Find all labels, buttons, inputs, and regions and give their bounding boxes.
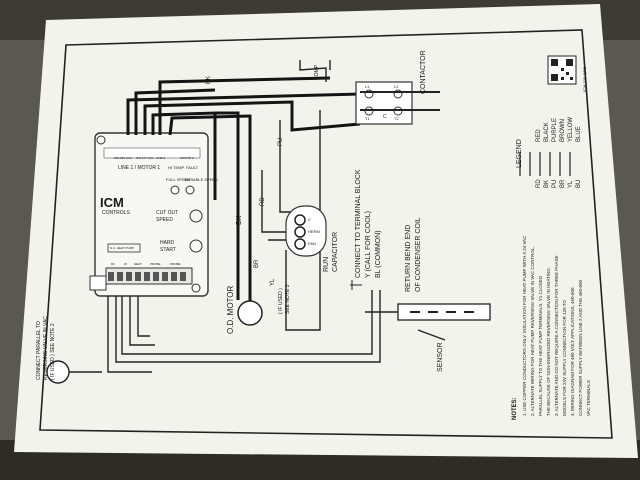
legend-code-yl: YL	[568, 180, 574, 188]
contactor-terminal-l2: L2	[394, 84, 399, 89]
sensor-return-bend-note: RETURN BEND END OF CONDENSER COIL	[405, 217, 422, 292]
wire-label-bk-mid: BK	[236, 215, 243, 225]
wire-label-pu: PU	[278, 137, 284, 146]
legend-name-purple: PURPLE	[552, 117, 558, 142]
legend-code-bk: BK	[544, 179, 550, 188]
module-hard-start: HARD START	[160, 240, 176, 253]
module-brand: ICM	[100, 195, 124, 210]
terminal-block-note: CONNECT TO TERMINAL BLOCK Y (CALL FOR CO…	[355, 169, 382, 278]
od-motor-label: O.D. MOTOR	[226, 285, 235, 334]
wire-label-yl: YL	[270, 278, 276, 286]
note-line-5: 3. ALTERNATE AND DO NOT REQUIRE A CONNEC…	[554, 255, 559, 416]
legend-name-red: RED	[536, 129, 542, 142]
fault-led-icon	[170, 185, 180, 195]
od-motor-icon	[237, 300, 263, 326]
module-line-motor: LINE 1 / MOTOR 1	[118, 165, 161, 171]
contactor-terminal-t2: T2	[394, 116, 399, 121]
legend-name-yellow: YELLOW	[568, 116, 574, 142]
module-label-w: W	[124, 262, 127, 266]
module-hi-temp: HI TEMP	[168, 165, 185, 170]
contactor-label: CONTACTOR	[420, 50, 427, 94]
legend-code-pu: PU	[552, 179, 558, 188]
module-cut-out-speed: CUT OUT SPEED	[156, 210, 179, 223]
notes-title: NOTES:	[512, 397, 518, 420]
module-variable-speed: VARIABLE SPEED	[184, 177, 218, 182]
reversing-valve-icon	[46, 360, 70, 384]
sensor-label: SENSOR	[437, 342, 444, 372]
if-used-note: ( IF USED ) SEE NOTE 3	[278, 284, 291, 314]
contactor-terminal-t1: T1	[365, 116, 370, 121]
sensor	[397, 303, 491, 321]
legend-code-br: BR	[560, 179, 566, 188]
note-line-4: THE BECAUSE OF NON-ENERGIZED REVERSING V…	[546, 266, 551, 416]
qr-code-icon	[547, 55, 577, 85]
module-terminal-4: MOTOR 2	[180, 156, 194, 160]
legend-code-rd: RD	[536, 179, 542, 188]
wire-label-br: BR	[254, 259, 260, 268]
contactor-terminal-c: C	[383, 114, 387, 120]
cut-out-speed-dial-icon	[189, 209, 203, 223]
module-label-probe-1: PROBE	[150, 262, 161, 266]
wire-label-bk-top: BK	[206, 75, 212, 84]
wire-label-rd: RD	[260, 197, 266, 206]
module-brand-sub: CONTROLS	[102, 210, 130, 216]
note-line-7: 4. WIRING DIAGRAM FOR 480 VOLT APPLICATI…	[570, 287, 575, 416]
contactor-terminal-l1: L1	[365, 84, 370, 89]
legend-name-brown: BROWN	[560, 119, 566, 142]
note-line-6: MODELS FOR 24V SUPPLY CONNECTION FOR 120…	[562, 300, 567, 416]
legend-name-black: BLACK	[544, 122, 550, 142]
doc-number: ICM-325-QRD	[582, 66, 587, 92]
run-capacitor	[285, 205, 327, 257]
capacitor-terminal-herm: HERM	[308, 229, 320, 234]
terminal-strip	[108, 272, 186, 281]
speed-led-icon	[185, 185, 195, 195]
diagram-border	[39, 29, 613, 439]
capacitor-label: RUN CAPACITOR	[323, 231, 339, 272]
note-line-3: PARALLEL SUPPLY TO THE HEAT PUMP TERMINA…	[538, 276, 543, 416]
contactor	[355, 81, 440, 125]
module-full-speed: FULL SPEED	[166, 177, 191, 182]
legend-title: LEGEND	[516, 139, 523, 168]
module-fault: FAULT	[186, 165, 199, 170]
module-terminal-2: SW-277 VAC	[136, 156, 154, 160]
capacitor-terminal-c: C	[308, 217, 311, 222]
module-terminal-3: LINE 2	[156, 156, 166, 160]
module-label-rv: RV	[111, 262, 116, 266]
reversing-valve-note: CONNECT PARALLEL TO REVERSING VALVE IN V…	[36, 316, 56, 380]
capacitor-terminal-fan: FAN	[308, 241, 316, 246]
module-label-heat: HEAT	[134, 262, 142, 266]
module-label-probe-2: PROBE	[170, 262, 181, 266]
note-line-8: CONNECT POWER SUPPLY BETWEEN LINE 2 AND …	[578, 280, 583, 416]
note-line-9: VAC TERMINALS	[586, 380, 591, 416]
legend-code-bu: BU	[576, 179, 582, 188]
wire-label-comp: COMP	[314, 65, 320, 80]
legend-lines	[519, 152, 571, 176]
module-nc-heat-pump: N.C. HEAT PUMP	[110, 246, 135, 250]
legend-name-blue: BLUE	[576, 126, 582, 142]
module-terminal-1: 208-230 VAC	[114, 156, 132, 160]
note-line-2: 2. ALTERNATE WIRING FOR HEAT PUMP REVERS…	[530, 246, 535, 416]
hard-start-dial-icon	[189, 239, 203, 253]
note-line-1: 1. USE COPPER CONDUCTORS ONLY. INSULATIO…	[522, 235, 527, 416]
